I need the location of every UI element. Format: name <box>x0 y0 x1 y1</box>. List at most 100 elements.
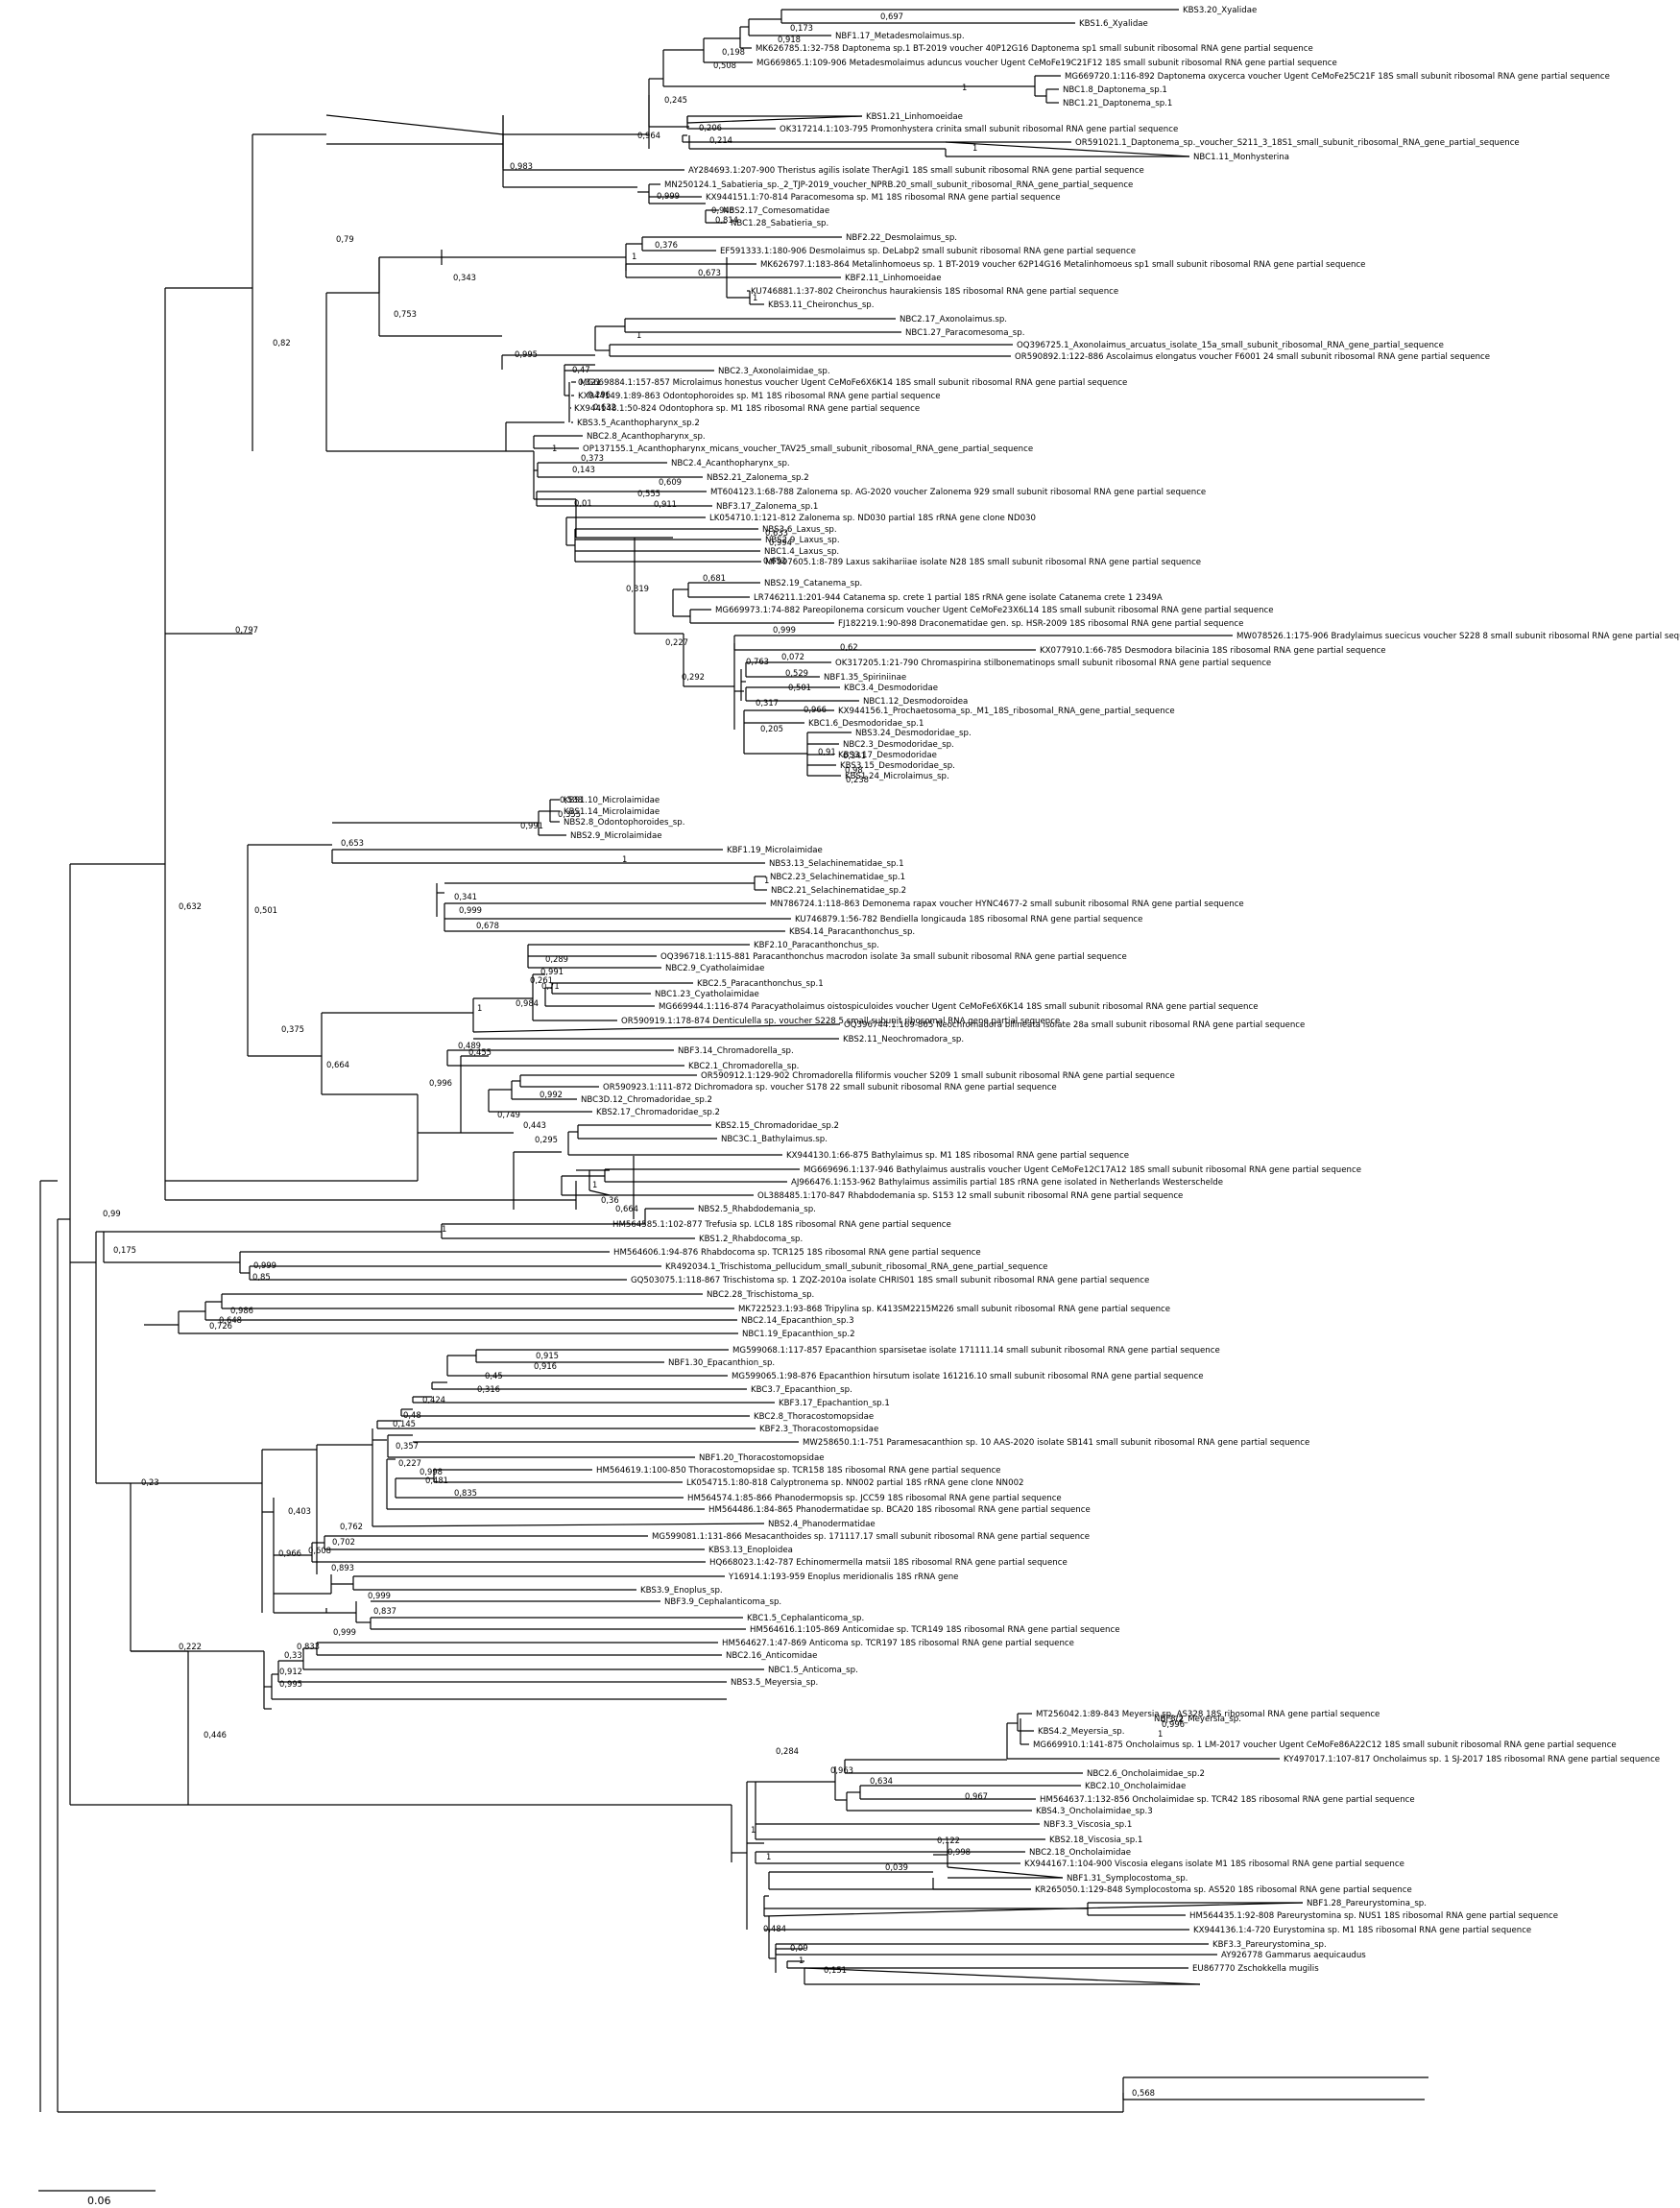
leaf-label: NBS3.24_Desmodoridae_sp. <box>855 729 972 738</box>
leaf-label: KBS4.2_Meyersia_sp. <box>1038 1727 1125 1737</box>
support-value: 0,991 <box>520 821 543 830</box>
leaf-label: MG599065.1:98-876 Epacanthion hirsutum i… <box>732 1372 1204 1381</box>
support-value: 0,797 <box>235 625 258 635</box>
branch <box>472 1023 841 1033</box>
support-value: 0,633 <box>765 528 788 538</box>
support-value: 0,966 <box>804 705 827 714</box>
support-value: 0,995 <box>515 349 538 359</box>
support-value: 0,608 <box>308 1546 331 1555</box>
support-value: 0,289 <box>545 954 568 964</box>
tree-branches <box>39 9 1428 2113</box>
support-value: 0,632 <box>593 402 616 412</box>
support-value: 0,999 <box>459 905 482 915</box>
leaf-label: KBF2.10_Paracanthonchus_sp. <box>754 941 879 950</box>
support-value: 0,238 <box>846 775 869 784</box>
leaf-label: KBF3.17_Epachantion_sp.1 <box>779 1399 890 1408</box>
leaf-label: NBS2.21_Zalonema_sp.2 <box>707 473 809 483</box>
support-value: 0,893 <box>331 1563 354 1572</box>
leaf-label: NBS2.19_Catanema_sp. <box>764 579 862 588</box>
support-value: 0,702 <box>332 1537 355 1547</box>
leaf-label: HM564574.1:85-866 Phanodermopsis sp. JCC… <box>687 1494 1062 1503</box>
leaf-labels: KBS3.20_XyalidaeKBS1.6_XyalidaeNBF1.17_M… <box>564 6 1680 1974</box>
support-value: 1 <box>622 854 627 864</box>
leaf-label: HM564585.1:102-877 Trefusia sp. LCL8 18S… <box>612 1220 951 1230</box>
support-value: 0,321 <box>578 377 601 387</box>
support-value: 0,652 <box>763 556 786 565</box>
support-value: 0,994 <box>769 538 792 547</box>
branch <box>588 1189 611 1196</box>
support-value: 0,946 <box>711 205 734 215</box>
leaf-label: KX944156.1_Prochaetosoma_sp._M1_18S_ribo… <box>838 707 1175 716</box>
leaf-label: KBC2.8_Thoracostomopsidae <box>754 1412 874 1422</box>
leaf-label: NBC2.21_Selachinematidae_sp.2 <box>771 886 906 896</box>
support-value: 0,508 <box>713 60 736 70</box>
leaf-label: MT604123.1:68-788 Zalonema sp. AG-2020 v… <box>710 488 1206 497</box>
leaf-label: MW078526.1:175-906 Bradylaimus suecicus … <box>1236 632 1680 641</box>
leaf-label: NBF3.3_Viscosia_sp.1 <box>1044 1820 1132 1830</box>
leaf-label: OL388485.1:170-847 Rhabdodemania sp. S15… <box>757 1191 1183 1201</box>
leaf-label: EU867770 Zschokkella mugilis <box>1192 1964 1319 1974</box>
support-value: 0,999 <box>253 1260 276 1270</box>
branch <box>947 1866 1064 1879</box>
leaf-label: KX944149.1:89-863 Odontophoroides sp. M1… <box>578 392 941 401</box>
leaf-label: HM564619.1:100-850 Thoracostomopsidae sp… <box>596 1466 1000 1476</box>
leaf-label: MN250124.1_Sabatieria_sp._2_TJP-2019_vou… <box>664 180 1133 190</box>
leaf-label: EF591333.1:180-906 Desmolaimus sp. DeLab… <box>720 247 1136 256</box>
leaf-label: KBS1.24_Microlaimus_sp. <box>845 772 949 781</box>
support-value: 0,964 <box>637 131 660 140</box>
support-value: 0,072 <box>781 652 804 661</box>
support-value: 0,85 <box>252 1272 271 1282</box>
support-value: 1 <box>766 1852 771 1861</box>
support-value: 0,341 <box>454 892 477 901</box>
support-value: 0,664 <box>615 1204 638 1213</box>
leaf-label: KBS2.15_Chromadoridae_sp.2 <box>715 1121 839 1131</box>
support-value: 0,403 <box>288 1506 311 1516</box>
support-value: 0,986 <box>230 1306 253 1315</box>
leaf-label: KBS2.17_Chromadoridae_sp.2 <box>596 1108 720 1117</box>
support-value: 1 <box>636 330 641 340</box>
leaf-label: AJ966476.1:153-962 Bathylaimus assimilis… <box>791 1178 1223 1188</box>
support-value: 0,555 <box>637 489 660 498</box>
support-values: 0,6970,1730,9180,1980,50810,2450,2060,21… <box>103 12 1185 2098</box>
leaf-label: LK054715.1:80-818 Calyptronema sp. NN002… <box>686 1478 1024 1488</box>
leaf-label: KX944130.1:66-875 Bathylaimus sp. M1 18S… <box>786 1151 1129 1161</box>
leaf-label: KR265050.1:129-848 Symplocostoma sp. AS5… <box>1035 1885 1412 1895</box>
leaf-label: KX944148.1:50-824 Odontophora sp. M1 18S… <box>574 404 920 414</box>
support-value: 0,529 <box>785 668 808 678</box>
support-value: 0,316 <box>477 1384 500 1394</box>
support-value: 0,173 <box>790 23 813 33</box>
support-value: 0,424 <box>422 1395 445 1404</box>
leaf-label: KBS3.11_Cheironchus_sp. <box>768 300 875 310</box>
support-value: 1 <box>1158 1729 1163 1739</box>
support-value: 0,681 <box>703 573 726 583</box>
leaf-label: MG599081.1:131-866 Mesacanthoides sp. 17… <box>652 1532 1090 1542</box>
leaf-label: HM564606.1:94-876 Rhabdocoma sp. TCR125 … <box>613 1248 981 1258</box>
scale-bar-label: 0.06 <box>87 2195 111 2207</box>
leaf-label: NBC2.4_Acanthopharynx_sp. <box>671 459 790 468</box>
support-value: 0,261 <box>530 975 553 985</box>
support-value: 0,91 <box>818 747 836 756</box>
leaf-label: OP137155.1_Acanthopharynx_micans_voucher… <box>583 444 1033 454</box>
support-value: 0,999 <box>657 191 680 201</box>
support-value: 0,09 <box>790 1943 808 1953</box>
branch <box>686 115 863 124</box>
support-value: 0,227 <box>398 1458 421 1468</box>
leaf-label: OK317214.1:103-795 Promonhystera crinita… <box>780 125 1178 134</box>
support-value: 0,227 <box>665 637 688 647</box>
support-value: 0,664 <box>326 1060 349 1069</box>
support-value: 0,996 <box>429 1078 452 1088</box>
leaf-label: FJ182219.1:90-898 Draconematidae gen. sp… <box>838 619 1243 629</box>
leaf-label: NBF1.28_Pareurystomina_sp. <box>1307 1899 1427 1908</box>
leaf-label: LK054710.1:121-812 Zalonema sp. ND030 pa… <box>709 514 1036 523</box>
support-value: 0,245 <box>664 95 687 105</box>
leaf-label: MW258650.1:1-751 Paramesacanthion sp. 10… <box>803 1438 1309 1448</box>
leaf-label: NBS3.5_Meyersia_sp. <box>731 1678 818 1688</box>
leaf-label: KU746881.1:37-802 Cheironchus haurakiens… <box>751 287 1118 297</box>
leaf-label: MG669944.1:116-874 Paracyatholaimus oist… <box>659 1002 1259 1012</box>
support-value: 0,376 <box>655 240 678 250</box>
leaf-label: KBS1.6_Xyalidae <box>1079 19 1148 29</box>
leaf-label: NBS2.4_Phanodermatidae <box>768 1520 876 1529</box>
support-value: 0,484 <box>763 1924 786 1933</box>
support-value: 0,355 <box>558 809 581 819</box>
leaf-label: MK722523.1:93-868 Tripylina sp. K413SM22… <box>738 1305 1170 1314</box>
